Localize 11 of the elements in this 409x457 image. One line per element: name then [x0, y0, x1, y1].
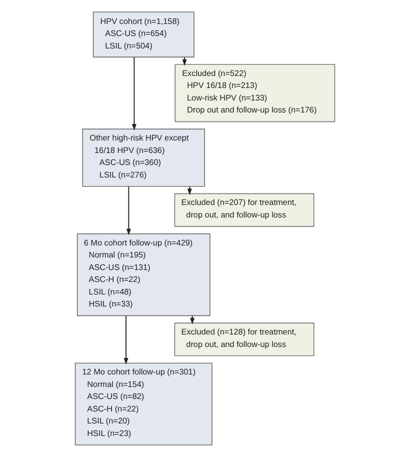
node-box: HPV cohort (n=1,158) ASC-US (n=654) LSIL (n=504)	[92, 12, 194, 58]
arrow	[131, 56, 136, 130]
arrow	[190, 315, 194, 324]
arrow	[126, 186, 130, 236]
node-box: Excluded (n=522) HPV 16/18 (n=213) Low-risk HPV (n=133) Drop out and follow-up loss (n=176)	[174, 64, 335, 122]
node-box: Excluded (n=207) for treatment, drop out, and follow-up loss	[174, 193, 314, 227]
node-box: Other high-risk HPV except 16/18 HPV (n=636) ASC-US (n=360) LSIL (n=276)	[82, 128, 204, 187]
node-box: 6 Mo cohort follow-up (n=429) Normal (n=195) ASC-US (n=131) ASC-H (n=22) LSIL (n=48) HSIL (n=33)	[76, 233, 210, 316]
node-box: Excluded (n=128) for treatment, drop out, and follow-up loss	[174, 322, 314, 356]
arrow	[123, 316, 128, 364]
node-box: 12 Mo cohort follow-up (n=301) Normal (n=154) ASC-US (n=82) ASC-H (n=22) LSIL (n=20) HSIL (n=23)	[74, 362, 212, 446]
